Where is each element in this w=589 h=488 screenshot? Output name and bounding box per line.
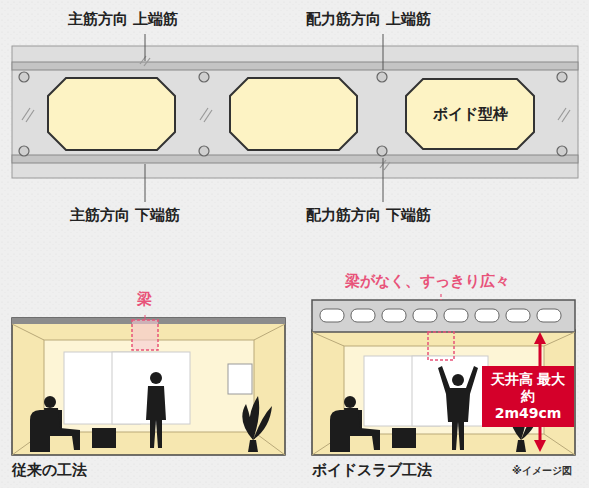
rebar-label: 配力筋方向 下端筋 bbox=[306, 206, 431, 224]
caption-text: ボイドスラブ工法 bbox=[312, 461, 432, 479]
ceiling-height-box: 天井高 最大 約2m49cm bbox=[482, 366, 574, 427]
node-text: 天井高 最大 約2m49cm bbox=[488, 371, 568, 421]
node-text: ボイド型枠 bbox=[433, 105, 508, 123]
void-slab-room bbox=[312, 294, 575, 455]
note-text: ※イメージ図 bbox=[512, 465, 572, 477]
void-form: ボイド型枠 bbox=[405, 78, 535, 150]
slab-section bbox=[12, 34, 578, 202]
conventional-room bbox=[12, 315, 285, 455]
caption-text: 従来の工法 bbox=[12, 461, 87, 479]
rebar-label: 主筋方向 下端筋 bbox=[70, 206, 180, 224]
rebar-label: 主筋方向 上端筋 bbox=[68, 10, 178, 28]
void-outline bbox=[406, 79, 534, 149]
rebar-label: 配力筋方向 上端筋 bbox=[306, 10, 431, 28]
callout-text: 梁がなく、すっきり広々 bbox=[345, 272, 510, 290]
red-panel bbox=[482, 366, 574, 427]
beam-label: 梁 bbox=[137, 290, 152, 308]
